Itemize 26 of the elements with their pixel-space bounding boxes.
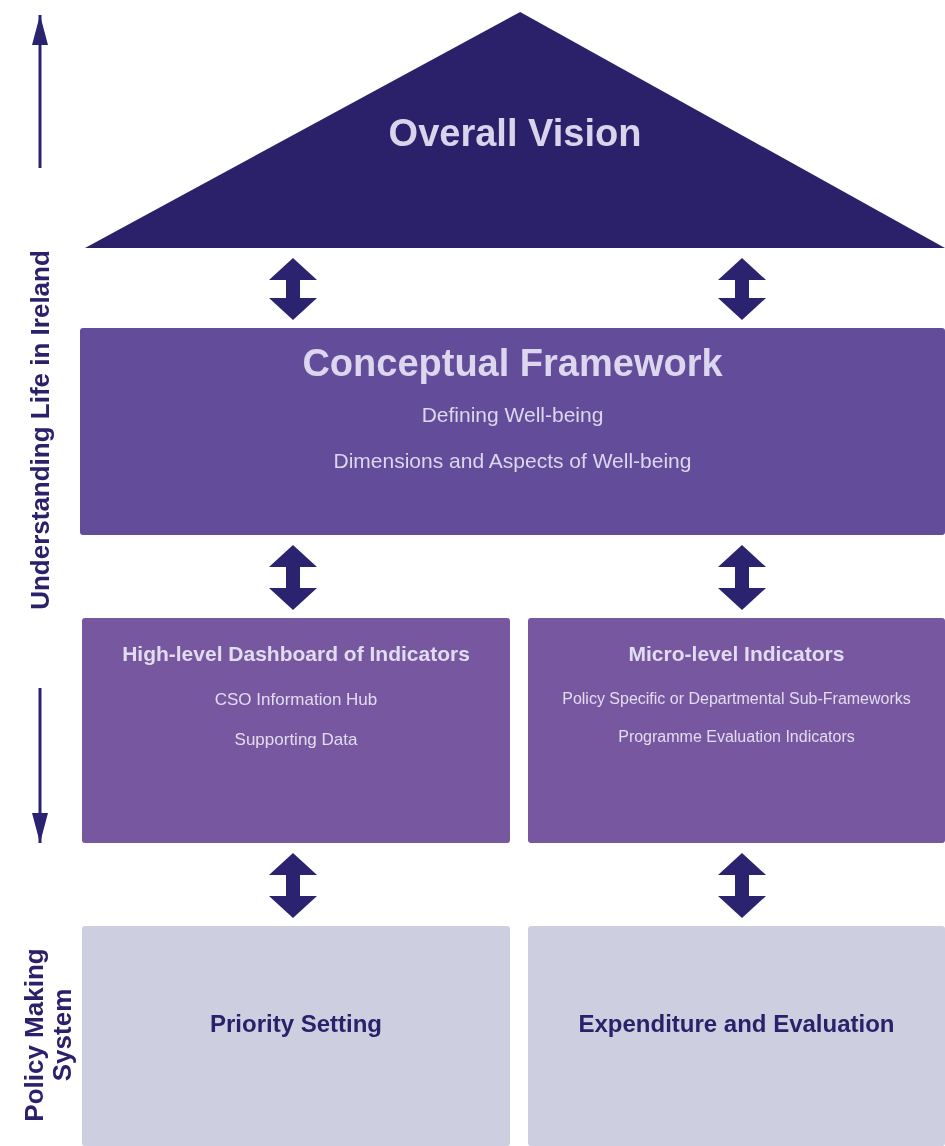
node-text: Defining Well-being (421, 403, 604, 427)
double-arrow (269, 545, 317, 610)
double-arrow (718, 853, 766, 918)
node-text: CSO Information Hub (214, 690, 378, 710)
double-arrow (718, 258, 766, 320)
node-title: Expenditure and Evaluation (578, 1010, 895, 1038)
double-arrow (718, 545, 766, 610)
indicator-panel (82, 618, 510, 843)
roof-triangle (85, 12, 945, 248)
node-text: Policy Specific or Departmental Sub-Frameworks (562, 690, 911, 708)
node-title: Priority Setting (210, 1010, 382, 1038)
double-arrow (269, 258, 317, 320)
policy-box (82, 926, 510, 1146)
policy-box (528, 926, 945, 1146)
node-title: Micro-level Indicators (628, 642, 845, 666)
framework-panel (80, 328, 945, 535)
node-title: Conceptual Framework (302, 342, 723, 385)
node-text: Dimensions and Aspects of Well-being (333, 449, 692, 473)
node-text: Supporting Data (234, 730, 358, 750)
indicator-panel (528, 618, 945, 843)
node-title: High-level Dashboard of Indicators (122, 642, 470, 666)
node-text: Programme Evaluation Indicators (618, 728, 855, 746)
side-label: Policy Making System (20, 947, 76, 1124)
side-label: Understanding Life in Ireland (26, 249, 54, 612)
double-arrow (269, 853, 317, 918)
node-title: Overall Vision (388, 112, 642, 155)
